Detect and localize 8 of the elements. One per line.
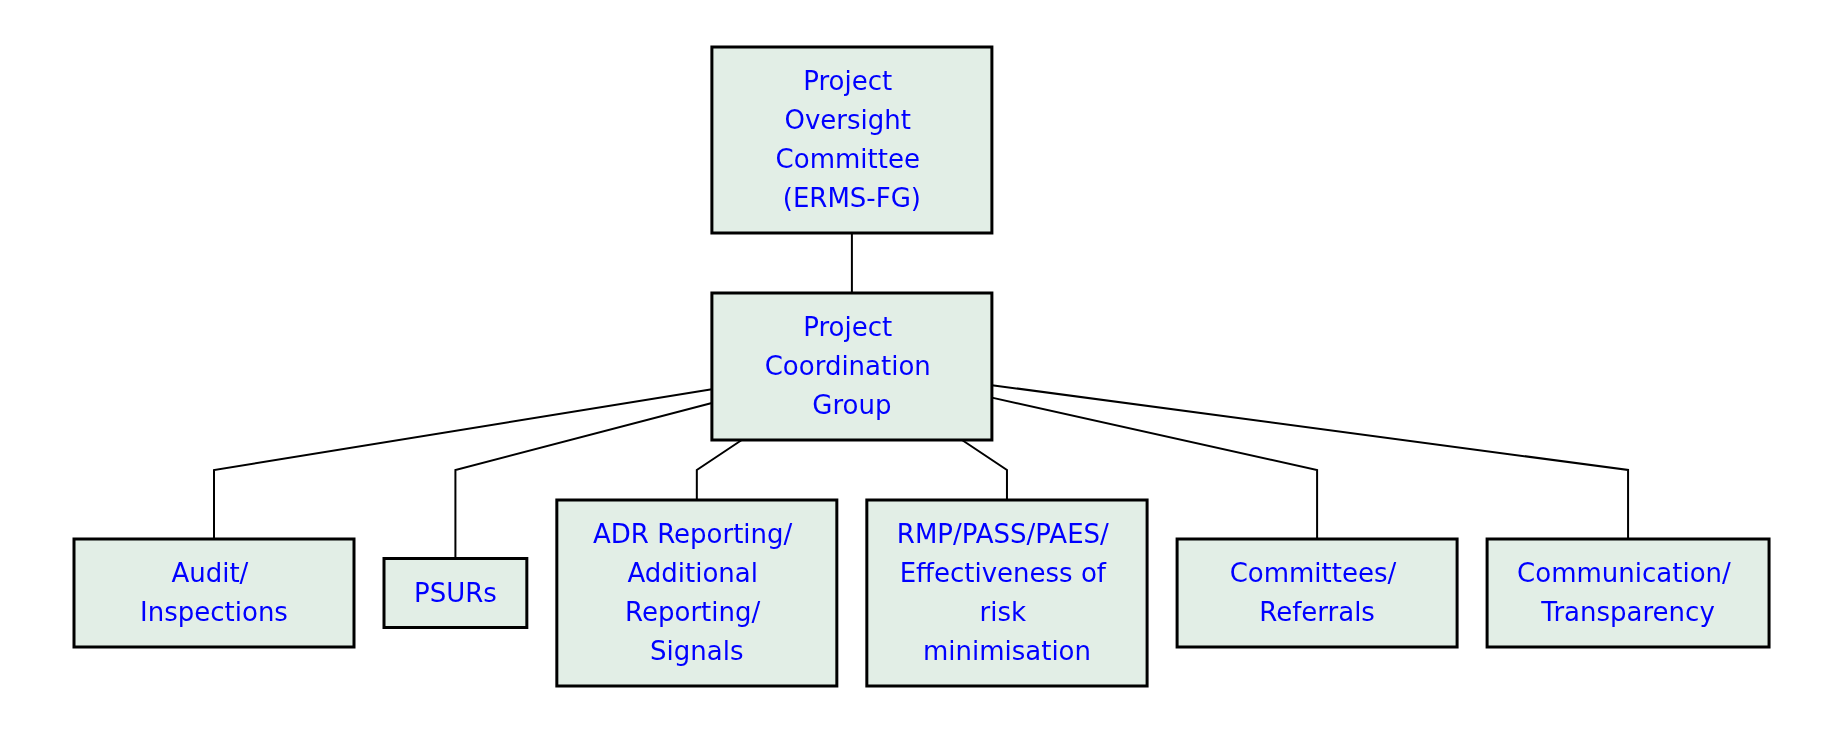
node-box: PSURs [382,557,529,629]
node-box: Project Oversight Committee (ERMS-FG) [710,45,994,235]
node-box: Communication/ Transparency [1485,537,1771,649]
node-box: Project Coordination Group [710,291,994,442]
node-box: RMP/PASS/PAES/ Effectiveness of risk minimisation [865,498,1149,688]
node-box: Committees/ Referrals [1175,537,1459,649]
node-box: Audit/ Inspections [72,537,356,649]
node-box: ADR Reporting/ Additional Reporting/ Signals [555,498,839,688]
